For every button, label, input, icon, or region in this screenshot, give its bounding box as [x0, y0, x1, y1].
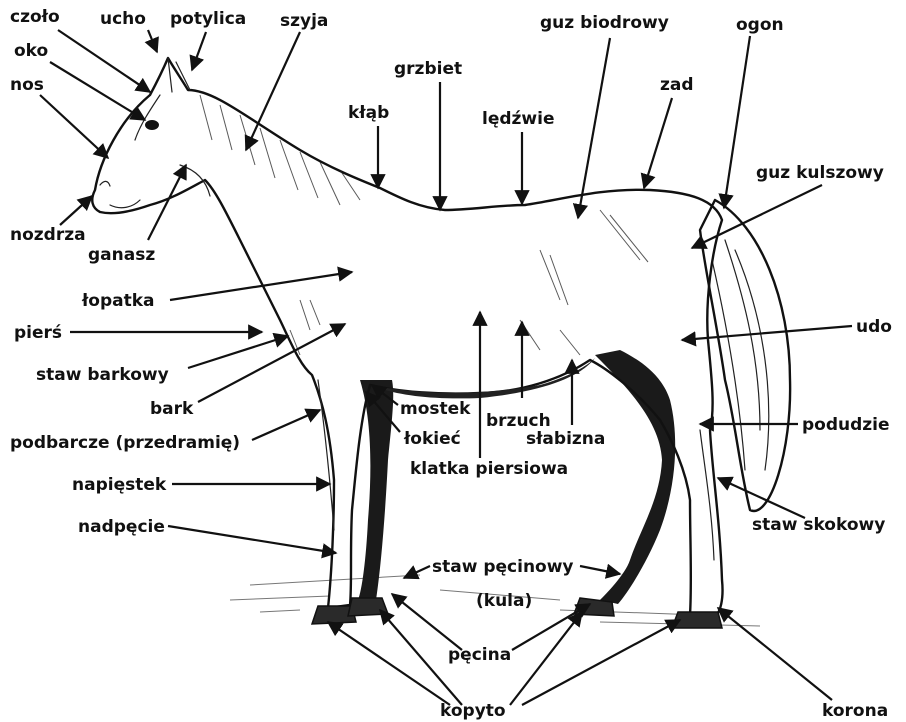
label-ucho: ucho: [100, 9, 146, 29]
label-staw-barkowy: staw barkowy: [36, 365, 169, 385]
label-staw-pecinowy: staw pęcinowy: [432, 557, 574, 577]
label-staw-skokowy: staw skokowy: [752, 515, 885, 535]
label-napiestek: napięstek: [72, 475, 167, 495]
label-bark: bark: [150, 399, 194, 419]
label-nadpecie: nadpęcie: [78, 517, 165, 537]
label-korona: korona: [822, 701, 888, 721]
labels: czoło ucho potylica szyja oko nos nozdrz…: [10, 7, 892, 721]
label-potylica: potylica: [170, 9, 246, 29]
body-outline: [92, 58, 722, 615]
label-ganasz: ganasz: [88, 245, 155, 265]
label-szyja: szyja: [280, 11, 328, 31]
label-czolo: czoło: [10, 7, 60, 27]
label-lopatka: łopatka: [81, 291, 155, 311]
label-oko: oko: [14, 41, 48, 61]
label-nozdrza: nozdrza: [10, 225, 86, 245]
label-pecina: pęcina: [448, 645, 511, 665]
label-kopyto: kopyto: [440, 701, 506, 721]
label-klab: kłąb: [348, 103, 389, 123]
label-zad: zad: [660, 75, 694, 95]
label-guz-kulszowy: guz kulszowy: [756, 163, 884, 183]
label-mostek: mostek: [400, 399, 471, 419]
label-podbarcze: podbarcze (przedramię): [10, 433, 240, 453]
label-ogon: ogon: [736, 15, 784, 35]
label-lokiec: łokieć: [403, 429, 461, 449]
label-grzbiet: grzbiet: [394, 59, 462, 79]
label-udo: udo: [856, 317, 892, 337]
label-piers: pierś: [14, 323, 62, 343]
far-hindleg: [595, 350, 675, 604]
horse-figure: [92, 58, 790, 628]
label-slabizna: słabizna: [526, 429, 605, 449]
label-podudzie: podudzie: [802, 415, 890, 435]
label-nos: nos: [10, 75, 44, 95]
label-ledzwie: lędźwie: [482, 109, 554, 129]
label-kula: (kula): [476, 591, 532, 611]
label-brzuch: brzuch: [486, 411, 551, 431]
label-klatka-piersiowa: klatka piersiowa: [410, 459, 568, 479]
label-guz-biodrowy: guz biodrowy: [540, 13, 669, 33]
